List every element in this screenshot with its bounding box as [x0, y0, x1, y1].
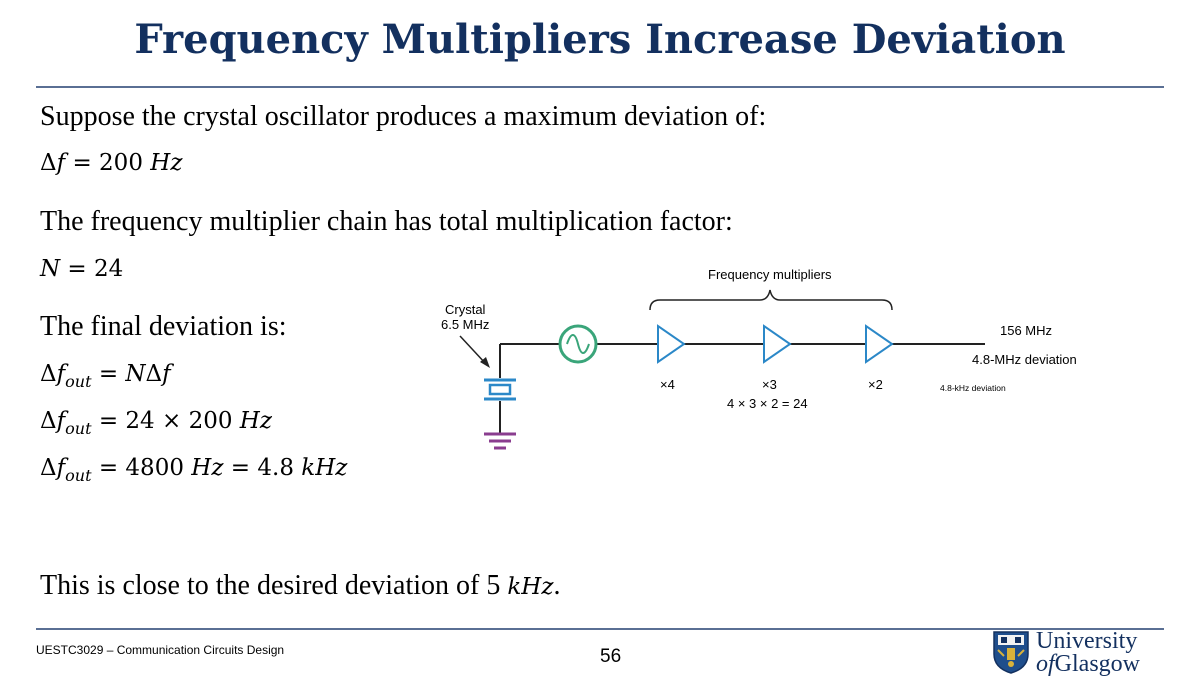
delta-f-value: 200	[99, 150, 143, 176]
equation-substitution: Δfout = 24 × 200 Hz	[40, 408, 272, 438]
multiplier-x2-label: ×2	[868, 377, 883, 392]
corrected-deviation-note: 4.8-kHz deviation	[940, 383, 1006, 393]
substitution-unit: Hz	[239, 408, 272, 434]
equation-delta-f: Δf = 200 Hz	[40, 150, 183, 176]
text-line-conclusion: This is close to the desired deviation o…	[40, 570, 560, 602]
result-khz-unit: kHz	[301, 455, 348, 481]
crystal-frequency: 6.5 MHz	[441, 317, 489, 332]
equation-formula: Δfout = NΔf	[40, 361, 171, 391]
title-divider	[36, 86, 1164, 88]
conclusion-period: .	[553, 570, 561, 601]
crest-icon	[993, 631, 1029, 674]
equation-result: Δfout = 4800 Hz = 4.8 kHz	[40, 455, 348, 485]
result-khz: 4.8	[257, 455, 294, 481]
crystal-pointer-arrow	[459, 335, 487, 365]
multiplier-x3-label: ×3	[762, 377, 777, 392]
text-line-final: The final deviation is:	[40, 311, 287, 342]
slide-title: Frequency Multipliers Increase Deviation	[134, 16, 1066, 63]
conclusion-text: This is close to the desired deviation o…	[40, 570, 501, 601]
frequency-multiplier-diagram: Crystal 6.5 MHz Frequency multipliers ×4…	[441, 267, 1077, 450]
output-deviation: 4.8-MHz deviation	[972, 352, 1077, 367]
delta-f-unit: Hz	[150, 150, 183, 176]
output-frequency: 156 MHz	[1000, 323, 1052, 338]
multiplier-x4-label: ×4	[660, 377, 675, 392]
equation-n: N = 24	[40, 256, 124, 282]
multipliers-brace	[649, 289, 893, 311]
logo-of: of	[1036, 651, 1055, 677]
result-hz-unit: Hz	[191, 455, 224, 481]
logo-line-1: University	[1036, 628, 1138, 654]
page-number: 56	[600, 646, 622, 667]
multiplication-product: 4 × 3 × 2 = 24	[727, 396, 808, 411]
crystal-body-icon	[488, 383, 512, 396]
substitution-values: 24 × 200	[125, 408, 233, 434]
multiplier-x3-icon	[763, 324, 792, 364]
result-hz: 4800	[125, 455, 184, 481]
logo-glasgow: Glasgow	[1054, 651, 1140, 677]
conclusion-unit: kHz	[507, 574, 554, 600]
logo-line-2: ofGlasgow	[1036, 651, 1140, 677]
n-value: 24	[94, 256, 124, 282]
course-name: UESTC3029 – Communication Circuits Desig…	[36, 643, 285, 657]
crystal-pointer-arrowhead	[480, 357, 490, 368]
text-line-intro: Suppose the crystal oscillator produces …	[40, 101, 767, 132]
logo-wordmark: University ofGlasgow	[1036, 628, 1140, 677]
multiplier-x4-icon	[657, 324, 686, 364]
crystal-label: Crystal	[445, 302, 486, 317]
footer-divider	[36, 628, 1164, 630]
sine-wave-icon	[566, 334, 590, 354]
multiplier-x2-icon	[865, 324, 894, 364]
university-logo: University ofGlasgow	[992, 628, 1172, 677]
multipliers-label: Frequency multipliers	[708, 267, 832, 282]
text-line-multiplier: The frequency multiplier chain has total…	[40, 206, 733, 237]
